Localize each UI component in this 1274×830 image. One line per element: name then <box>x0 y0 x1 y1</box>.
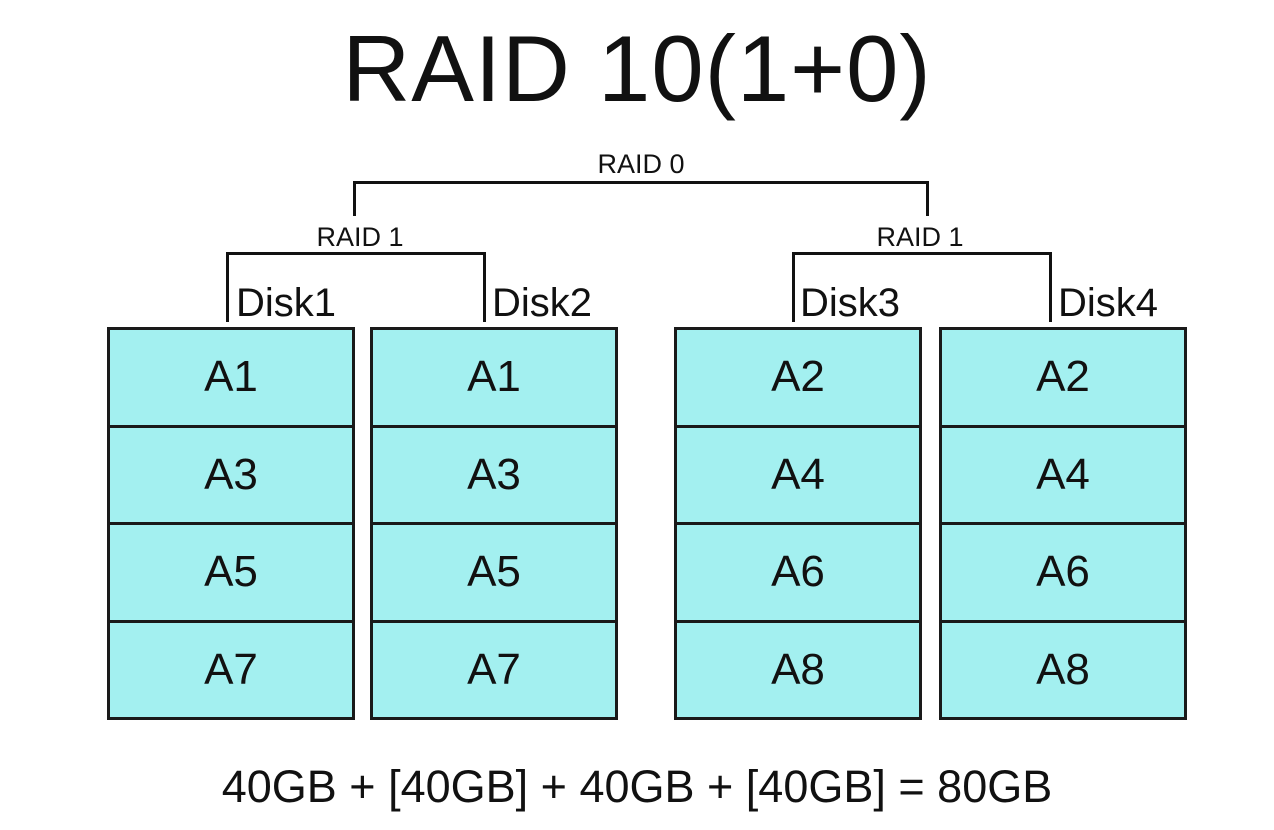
data-block: A8 <box>677 619 919 718</box>
data-block: A8 <box>942 619 1184 718</box>
capacity-formula: 40GB + [40GB] + 40GB + [40GB] = 80GB <box>221 761 1053 812</box>
raid1-left-bracket <box>226 252 486 322</box>
disk4: A2 A4 A6 A8 <box>939 327 1187 720</box>
disk2: A1 A3 A5 A7 <box>370 327 618 720</box>
data-block: A4 <box>677 424 919 523</box>
diagram-title: RAID 10(1+0) <box>342 16 932 121</box>
data-block: A2 <box>771 352 825 402</box>
disk1: A1 A3 A5 A7 <box>107 327 355 720</box>
raid1-left-label: RAID 1 <box>316 222 404 252</box>
data-block: A2 <box>1036 352 1090 402</box>
disk2-label: Disk2 <box>492 281 593 325</box>
data-block: A1 <box>467 352 521 402</box>
data-block: A4 <box>942 424 1184 523</box>
data-block: A3 <box>373 424 615 523</box>
raid1-right-bracket <box>792 252 1052 322</box>
data-block: A6 <box>942 522 1184 620</box>
disk1-label: Disk1 <box>236 281 337 325</box>
data-block: A7 <box>373 619 615 718</box>
data-block: A6 <box>677 522 919 620</box>
data-block: A5 <box>110 522 352 620</box>
disk3-label: Disk3 <box>800 281 901 325</box>
data-block: A1 <box>204 352 258 402</box>
raid0-label: RAID 0 <box>597 149 685 179</box>
disk3: A2 A4 A6 A8 <box>674 327 922 720</box>
raid0-bracket <box>353 181 929 216</box>
raid1-right-label: RAID 1 <box>876 222 964 252</box>
disk4-label: Disk4 <box>1058 281 1159 325</box>
data-block: A5 <box>373 522 615 620</box>
data-block: A3 <box>110 424 352 523</box>
data-block: A7 <box>110 619 352 718</box>
